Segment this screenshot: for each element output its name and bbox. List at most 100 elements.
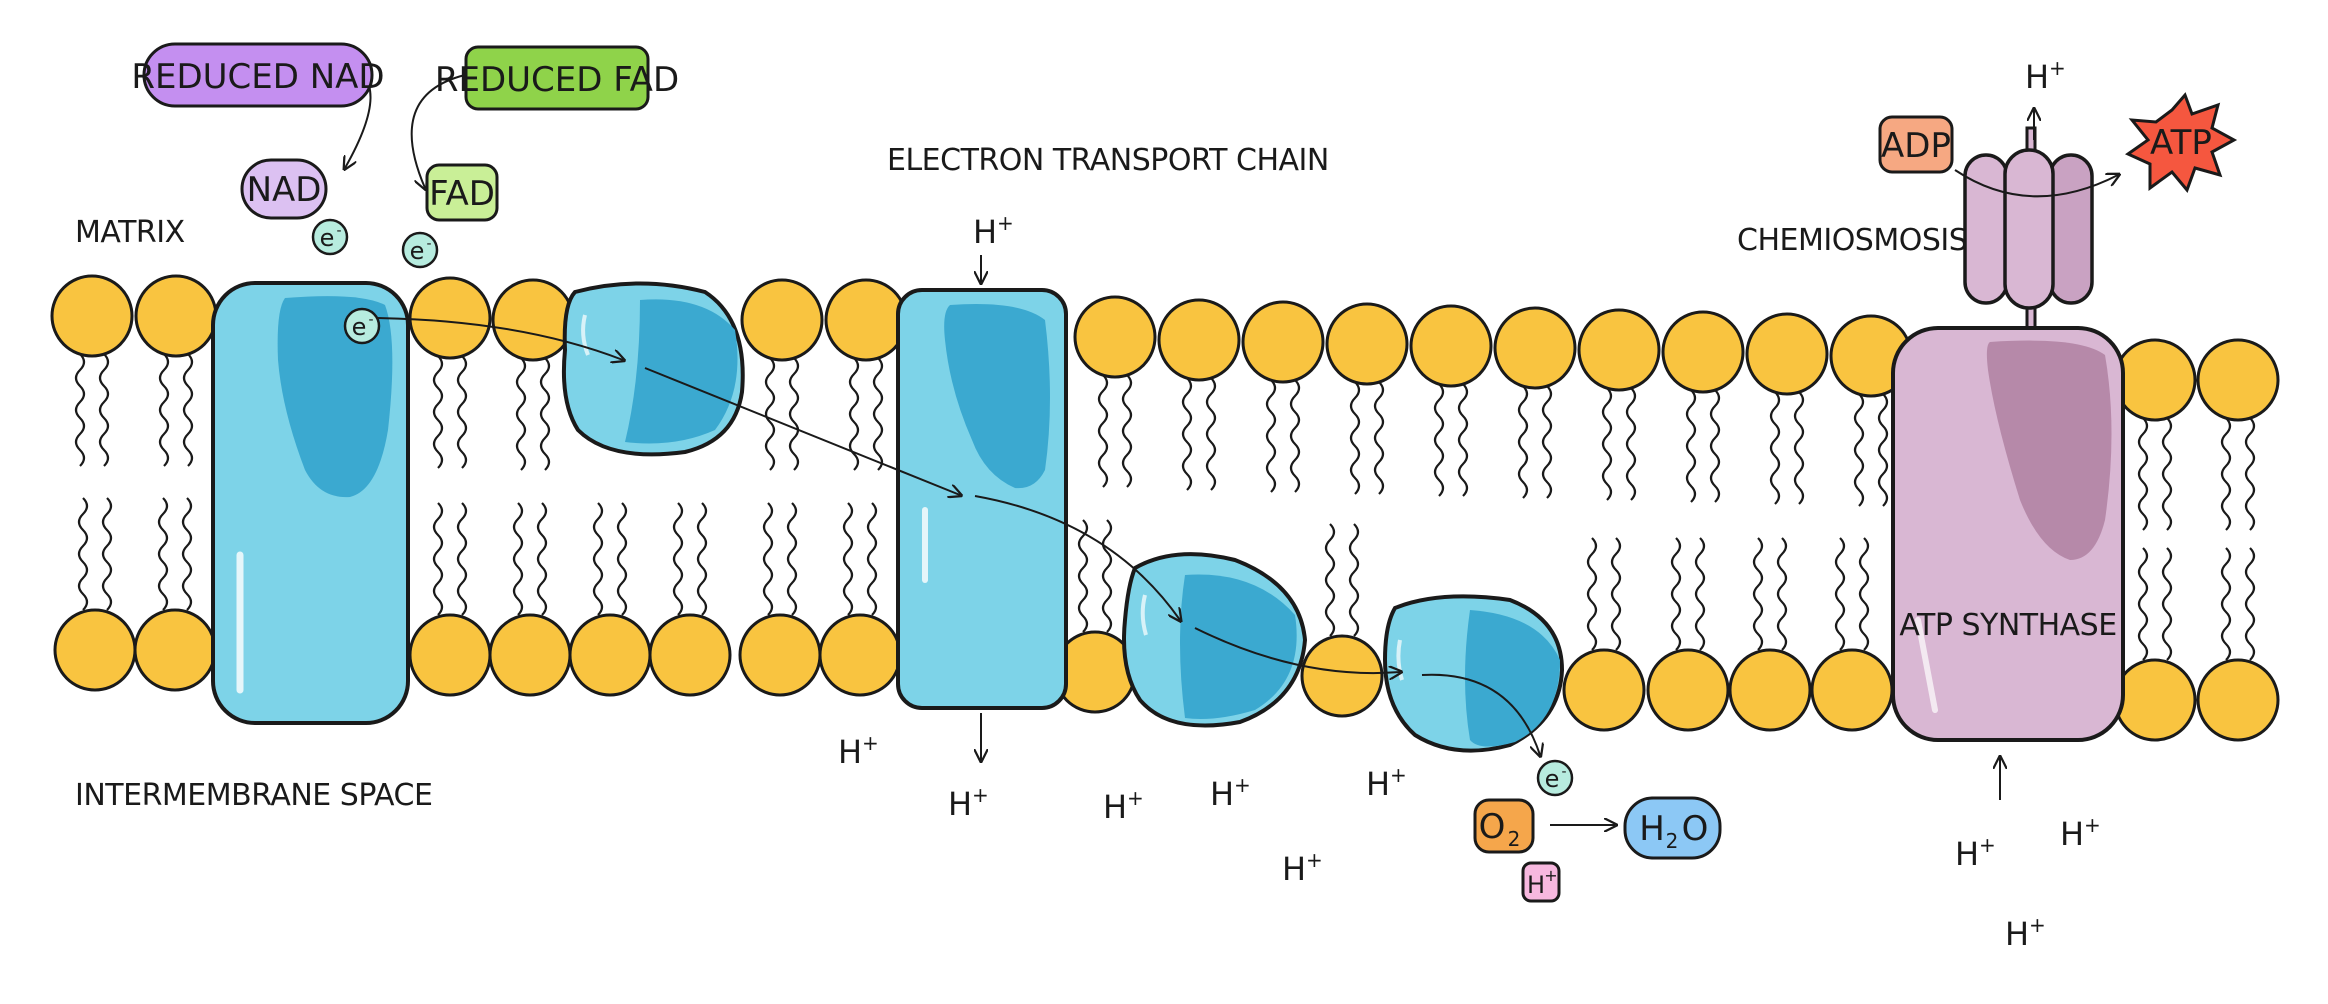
- lipid-tail: [2161, 547, 2173, 661]
- chemiosmosis-label: CHEMIOSMOSIS: [1737, 223, 1967, 258]
- lipid-tail: [181, 497, 193, 611]
- proton: H+: [1210, 773, 1251, 813]
- o2-pill: O 2: [1473, 798, 1535, 854]
- lipid-tail: [1433, 383, 1445, 497]
- proton-symbol: H: [948, 785, 972, 823]
- lipid-tail: [786, 502, 798, 616]
- lipid-tail: [456, 502, 468, 616]
- proton: H+: [1955, 833, 1996, 873]
- proton-charge: +: [2084, 813, 2101, 837]
- electron-charge: -: [368, 312, 373, 328]
- lipid-head: [1325, 302, 1409, 386]
- proton-charge: +: [2029, 913, 2046, 937]
- lipid-tail: [77, 497, 89, 611]
- lipid-tails: [74, 353, 2256, 661]
- lipid-tail: [1121, 374, 1133, 488]
- electron-symbol: e: [320, 224, 335, 252]
- fad-label: FAD: [429, 174, 495, 214]
- electron-symbol: e: [410, 237, 425, 265]
- lipid-head: [488, 613, 572, 697]
- lipid-head: [738, 613, 822, 697]
- lipid-tail: [2137, 417, 2149, 531]
- lipid-head: [2196, 658, 2280, 742]
- proton-symbol: H: [1366, 765, 1390, 803]
- proton: H+: [838, 731, 879, 771]
- proton-symbol: H: [973, 213, 997, 251]
- lipid-head: [133, 608, 217, 692]
- adp-pill: ADP: [1878, 115, 1954, 174]
- atp-synthase-label: ATP SYNTHASE: [1899, 608, 2116, 643]
- matrix-label: MATRIX: [75, 215, 185, 250]
- proton: H+: [948, 783, 989, 823]
- lipid-tail: [2137, 547, 2149, 661]
- lipid-tail: [1373, 381, 1385, 495]
- lipid-tail: [1265, 379, 1277, 493]
- lipid-tail: [2161, 417, 2173, 531]
- lipid-tail: [1586, 537, 1598, 651]
- lipid-tail: [1853, 393, 1865, 507]
- lipid-tail: [536, 502, 548, 616]
- h-plus-box-h: H: [1527, 871, 1545, 899]
- proton: H+: [973, 211, 1014, 251]
- lipid-head: [1728, 648, 1812, 732]
- lipid-tail: [1752, 537, 1764, 651]
- fad-pill: FAD: [425, 163, 499, 222]
- lipid-head: [53, 608, 137, 692]
- proton-symbol: H: [1210, 775, 1234, 813]
- electron-charge: -: [426, 236, 431, 252]
- electron-charge: -: [336, 223, 341, 239]
- lipid-tail: [1097, 374, 1109, 488]
- reduced-nad-label: REDUCED NAD: [131, 57, 384, 97]
- lipid-head: [408, 613, 492, 697]
- nad-label: NAD: [247, 170, 322, 210]
- lipid-tail: [842, 502, 854, 616]
- h2o-h-label: H: [1639, 809, 1665, 849]
- adp-label: ADP: [1881, 126, 1951, 166]
- lipid-tail: [2220, 417, 2232, 531]
- lipid-head: [408, 276, 492, 360]
- lipid-tail: [1457, 383, 1469, 497]
- lipid-tail: [539, 357, 551, 471]
- proton-symbol: H: [1282, 850, 1306, 888]
- proton: H+: [2005, 913, 2046, 953]
- lipid-tail: [1289, 379, 1301, 493]
- lipid-head: [568, 613, 652, 697]
- lipid-tail: [1181, 377, 1193, 491]
- proton: H+: [1282, 848, 1323, 888]
- lipid-tail: [764, 357, 776, 471]
- lipid-tail: [2244, 417, 2256, 531]
- electrons: e-e-e-e-: [311, 218, 1574, 797]
- proton: H+: [2025, 56, 2066, 96]
- lipid-head: [1241, 300, 1325, 384]
- lipid-tail: [1541, 385, 1553, 499]
- lipid-head: [1562, 648, 1646, 732]
- lipid-tail: [1685, 389, 1697, 503]
- lipid-tail: [1858, 537, 1870, 651]
- reduced-fad-label: REDUCED FAD: [435, 60, 679, 100]
- lipid-tail: [1834, 537, 1846, 651]
- lipid-head: [1409, 304, 1493, 388]
- lipid-head: [648, 613, 732, 697]
- proton-charge: +: [972, 783, 989, 807]
- lipid-tail: [2244, 547, 2256, 661]
- lipid-tail: [762, 502, 774, 616]
- electron-transport-chain-label: ELECTRON TRANSPORT CHAIN: [887, 143, 1329, 178]
- electron-path: [374, 317, 1540, 755]
- nad-pill: NAD: [240, 158, 328, 220]
- electron: e-: [401, 231, 439, 269]
- lipid-tail: [98, 353, 110, 467]
- lipid-tail: [2220, 547, 2232, 661]
- lipid-tail: [432, 355, 444, 469]
- lipid-tail: [1877, 393, 1889, 507]
- lipid-head: [1646, 648, 1730, 732]
- lipid-head: [50, 274, 134, 358]
- proton-symbol: H: [2060, 815, 2084, 853]
- proton-charge: +: [1127, 786, 1144, 810]
- o2-label: O: [1479, 807, 1506, 847]
- lipid-head: [2196, 338, 2280, 422]
- lipid-tail: [1769, 391, 1781, 505]
- complex-i: [211, 281, 410, 725]
- complex-ii: [561, 281, 745, 457]
- h2o-subscript: 2: [1666, 829, 1679, 853]
